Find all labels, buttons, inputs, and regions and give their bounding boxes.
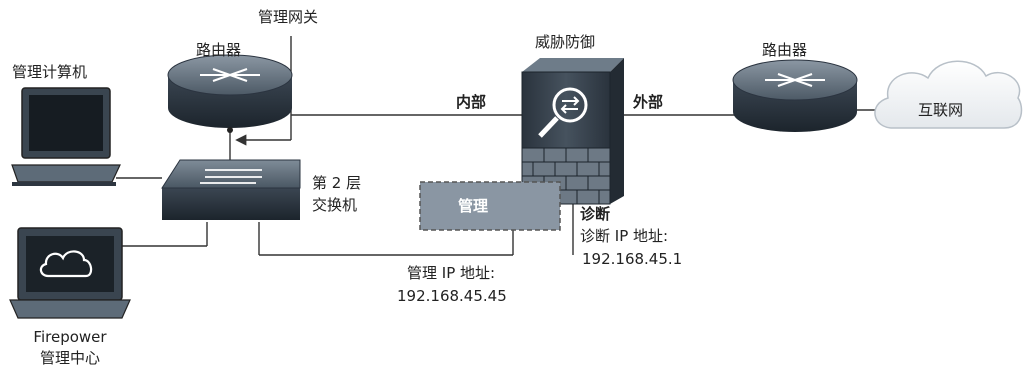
firewall-device xyxy=(521,58,624,205)
fmc-monitor-icon xyxy=(9,227,131,319)
fmc-label-line1: Firepower xyxy=(33,328,107,346)
cloud-icon xyxy=(39,250,93,278)
l2-switch-label-line2: 交换机 xyxy=(312,196,358,214)
l2-switch-icon xyxy=(161,159,301,220)
router-right xyxy=(732,59,858,132)
inside-label: 内部 xyxy=(456,93,487,111)
threat-defense-label: 威胁防御 xyxy=(535,33,596,51)
diagnostic-label: 诊断 xyxy=(580,205,611,223)
management-interface-box xyxy=(419,181,561,231)
mgmt-computer-label: 管理计算机 xyxy=(12,63,88,81)
l2-switch-label-line1: 第 2 层 xyxy=(312,174,362,192)
connection-lines xyxy=(116,36,886,256)
mgmt-ip-label: 管理 IP 地址: xyxy=(407,264,496,282)
outside-label: 外部 xyxy=(633,93,664,111)
threat-defense-icon xyxy=(538,87,588,138)
router-left-label: 路由器 xyxy=(196,41,242,59)
laptop-icon xyxy=(11,87,121,186)
management-label: 管理 xyxy=(458,197,489,215)
internet-cloud-icon xyxy=(874,60,1023,129)
fmc-label-line2: 管理中心 xyxy=(39,349,100,367)
internet-label: 互联网 xyxy=(918,101,964,119)
router-arrows-icon-right xyxy=(765,73,825,87)
mgmt-gateway-label: 管理网关 xyxy=(258,8,319,26)
router-arrows-icon xyxy=(200,68,260,82)
diagnostic-ip-value: 192.168.45.1 xyxy=(582,250,683,268)
router-right-label: 路由器 xyxy=(762,41,808,59)
router-left xyxy=(167,54,293,133)
diagnostic-ip-label: 诊断 IP 地址: xyxy=(580,227,669,245)
mgmt-ip-value: 192.168.45.45 xyxy=(397,287,507,305)
